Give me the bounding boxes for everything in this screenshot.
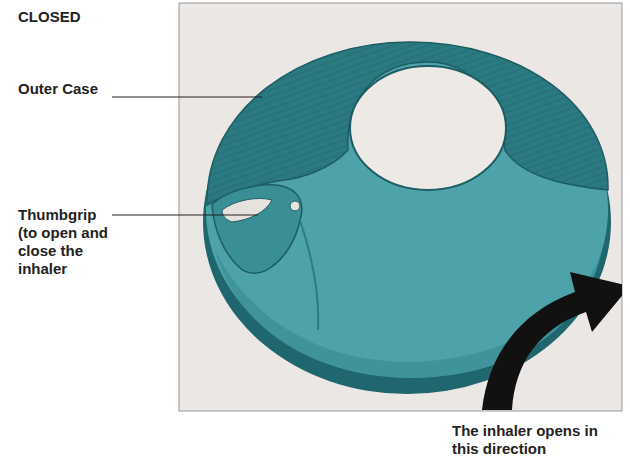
direction-arrow xyxy=(482,272,622,410)
thumbgrip-recess xyxy=(222,198,272,222)
part-label: Thumbgrip (to open and close the inhaler xyxy=(18,206,108,278)
thumbgrip-dot xyxy=(290,201,300,211)
state-heading: CLOSED xyxy=(18,8,81,26)
leader-line xyxy=(112,214,258,215)
centre-window xyxy=(350,66,506,190)
direction-note: The inhaler opens in this direction xyxy=(452,422,624,458)
picture-frame xyxy=(179,3,622,411)
leader-line xyxy=(112,96,262,97)
cover-seam xyxy=(300,220,318,330)
thumbgrip xyxy=(212,185,302,273)
part-label: Outer Case xyxy=(18,80,110,98)
